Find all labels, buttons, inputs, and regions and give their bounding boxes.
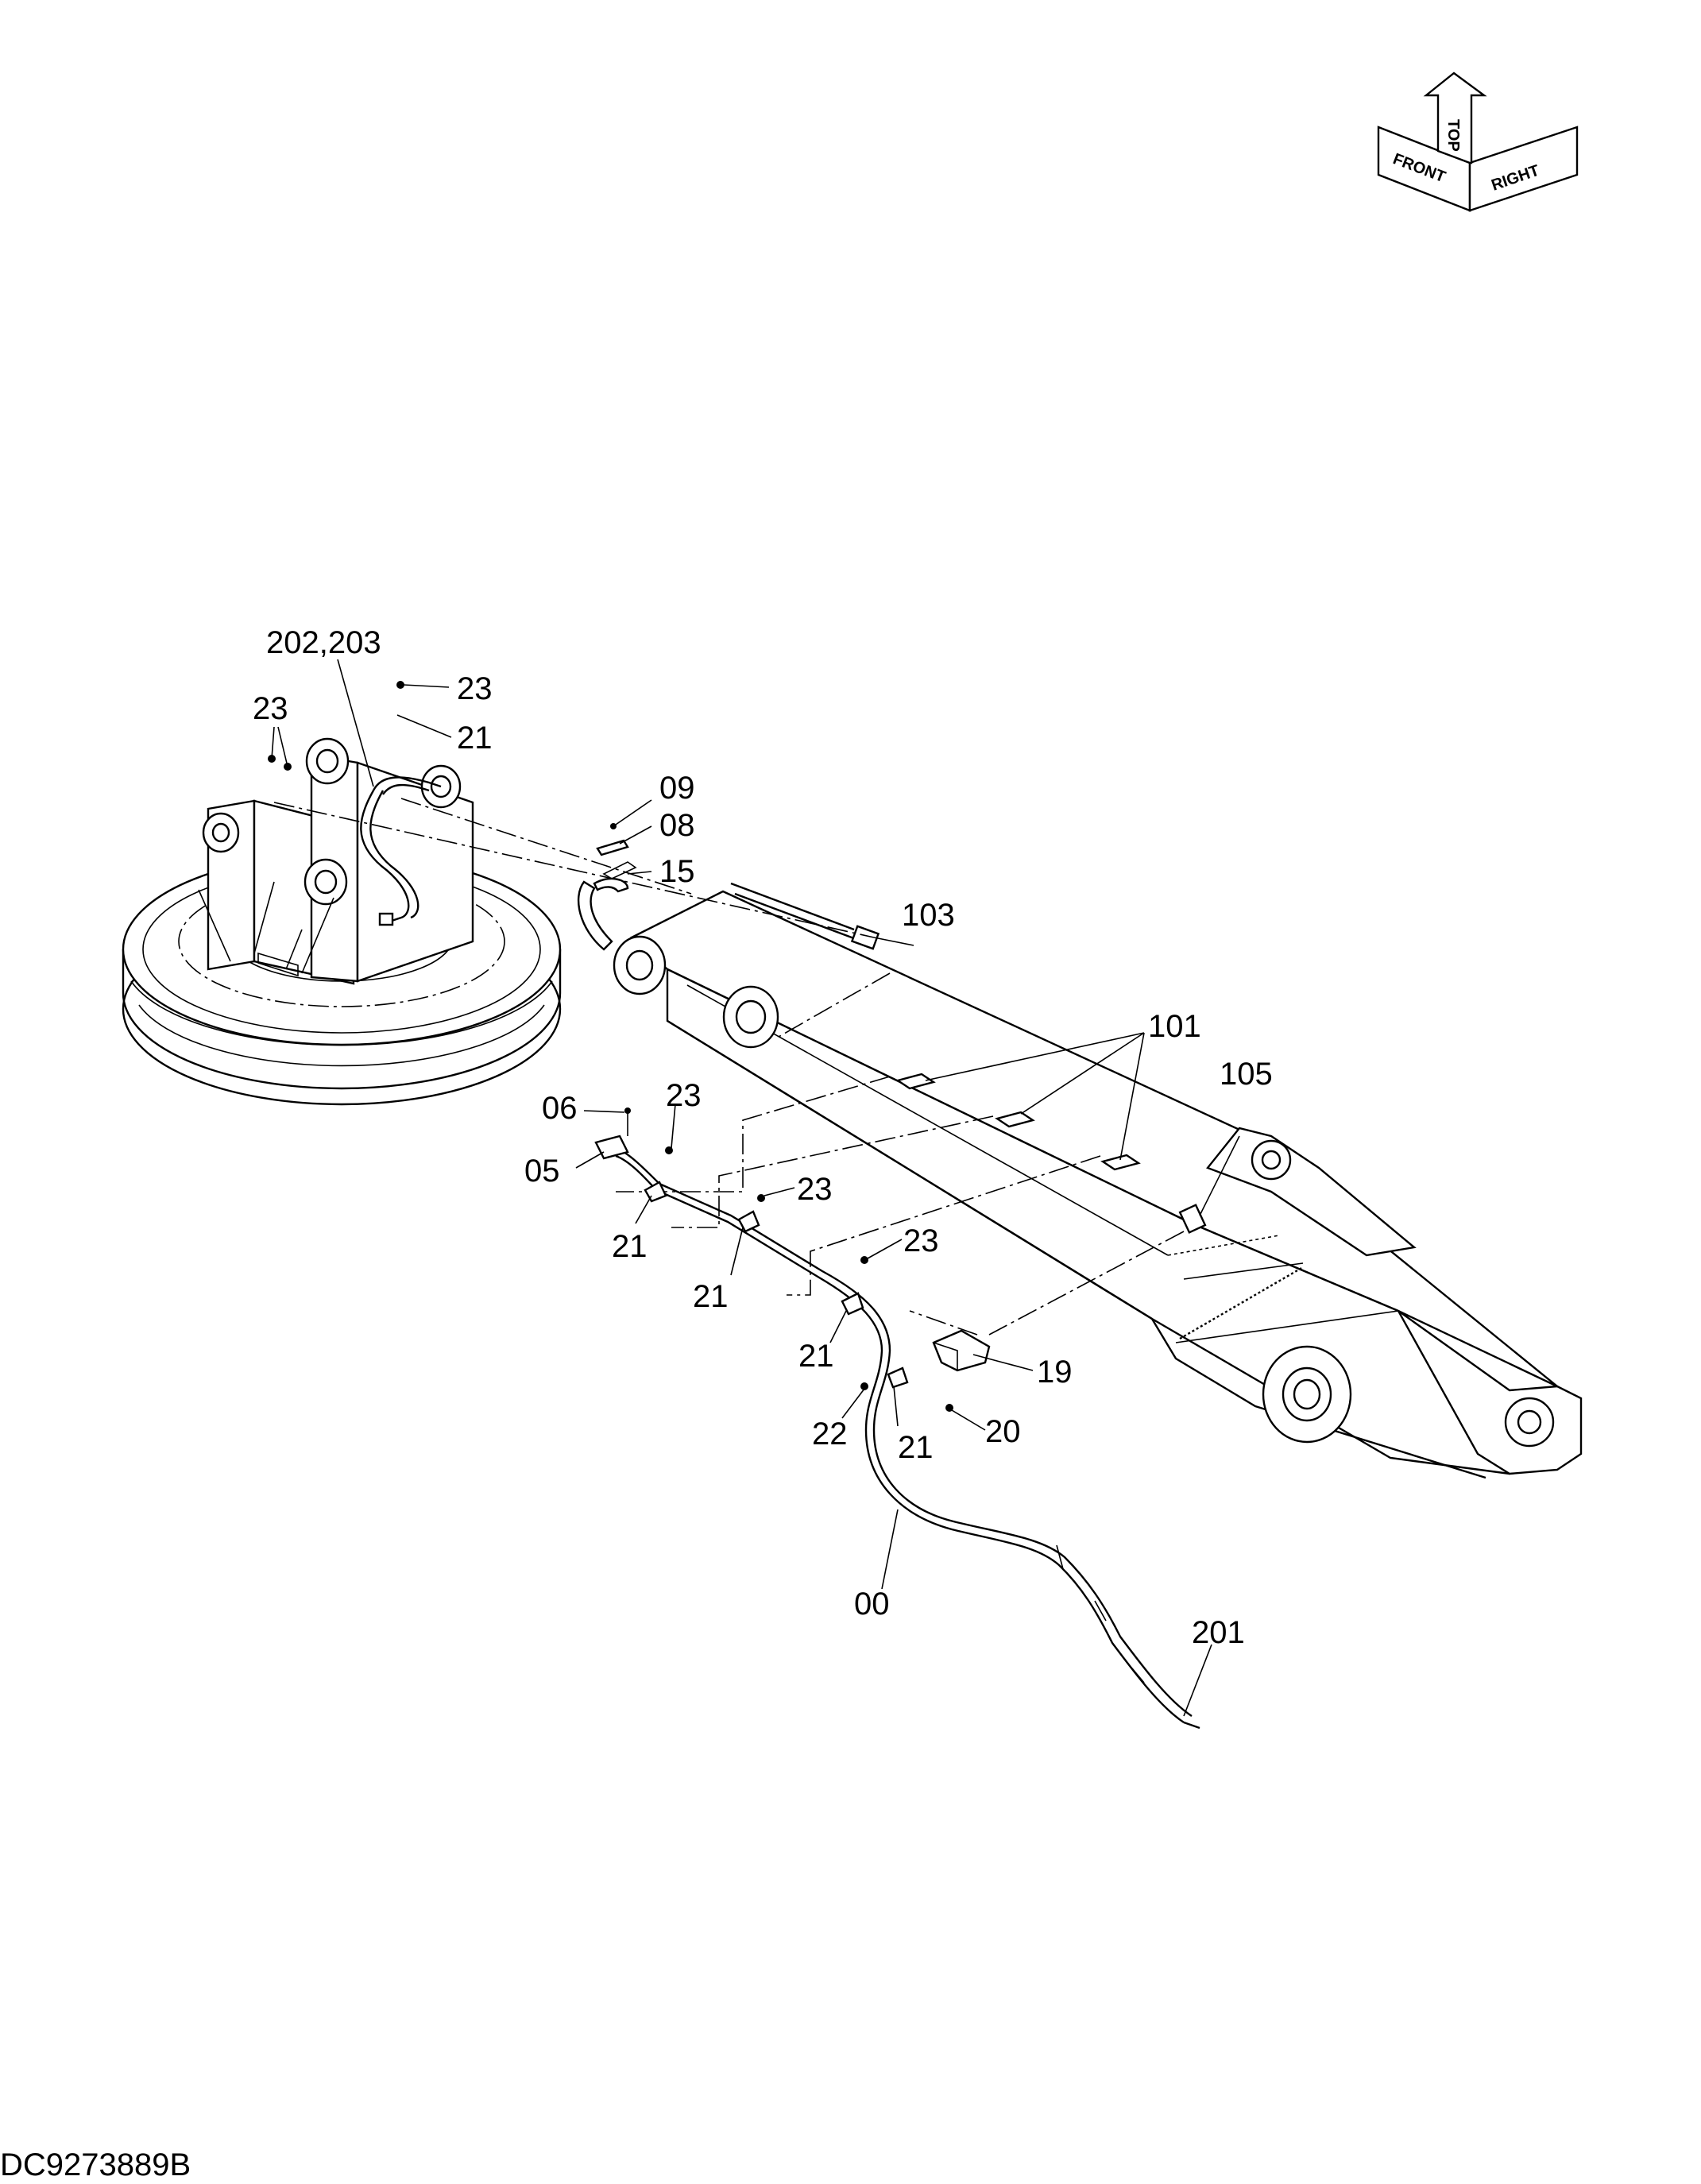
label-22: 22: [812, 1417, 848, 1451]
document-id: DC9273889B: [0, 2147, 191, 2182]
label-21-top: 21: [457, 721, 493, 756]
label-06: 06: [542, 1091, 578, 1126]
label-15: 15: [659, 854, 695, 889]
lifting-magnet: [122, 737, 562, 1106]
label-09: 09: [659, 771, 695, 806]
part-labels: 202,203 23 23 21 09 08 15 103 101 105 06…: [253, 625, 1273, 1650]
label-08: 08: [659, 808, 695, 843]
orientation-indicator: FRONT TOP RIGHT: [1377, 72, 1579, 212]
label-00: 00: [854, 1587, 890, 1622]
hardware-09-08: [596, 823, 629, 856]
cable-harness: [268, 681, 1200, 1730]
label-19: 19: [1037, 1355, 1073, 1390]
label-202-203: 202,203: [266, 625, 381, 660]
label-21-clamp3: 21: [798, 1339, 834, 1374]
label-05: 05: [524, 1154, 560, 1189]
assembly-lines: [273, 798, 1185, 1336]
label-21-clamp4: 21: [898, 1430, 934, 1465]
label-23-top: 23: [457, 671, 493, 706]
label-103: 103: [902, 898, 955, 933]
cable-hanger: [578, 861, 637, 951]
label-201: 201: [1192, 1615, 1245, 1650]
orientation-top-label: TOP: [1444, 119, 1462, 152]
label-23-clamp2: 23: [797, 1172, 833, 1207]
label-21-clamp1: 21: [612, 1229, 648, 1264]
boom-structure: [613, 882, 1583, 1479]
label-101: 101: [1148, 1009, 1201, 1044]
label-23-clamp1: 23: [666, 1078, 702, 1113]
label-105: 105: [1220, 1057, 1273, 1092]
label-20: 20: [985, 1414, 1021, 1449]
label-21-clamp2: 21: [693, 1279, 729, 1314]
label-23-magnet: 23: [253, 691, 288, 726]
label-23-clamp3: 23: [903, 1223, 939, 1258]
leader-lines: [271, 659, 1240, 1717]
